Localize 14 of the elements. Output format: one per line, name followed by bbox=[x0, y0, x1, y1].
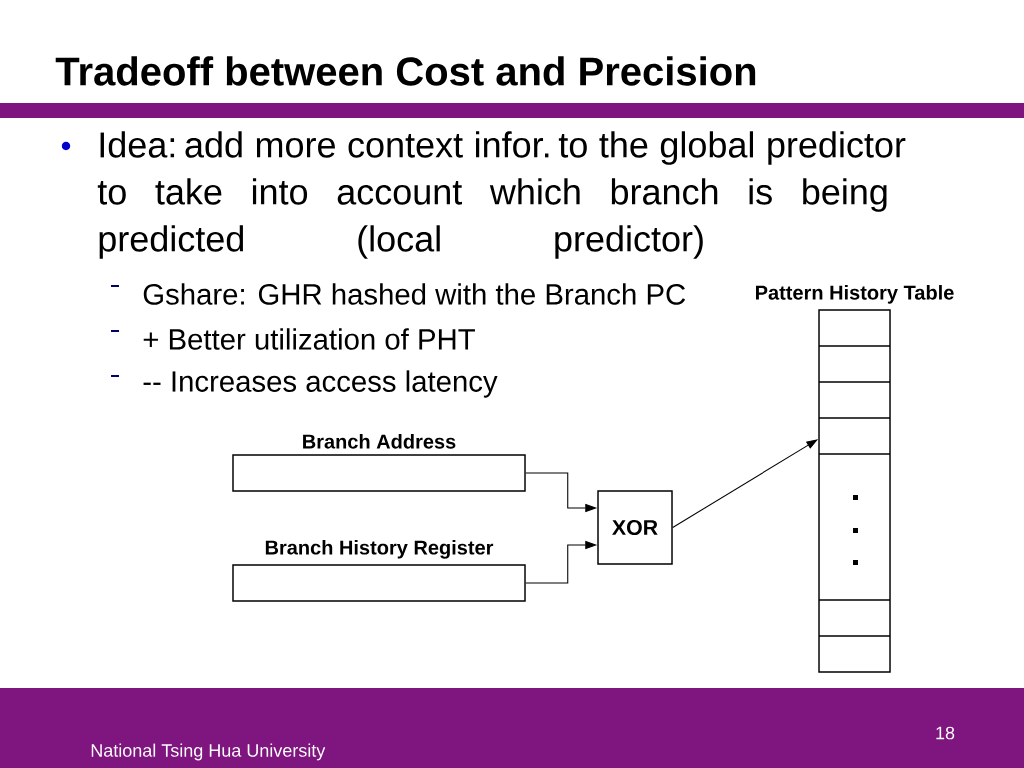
sub-bullet-text: Gshare: GHR hashed with the Branch PC bbox=[143, 283, 686, 305]
page-number: 18 bbox=[936, 726, 955, 740]
node-label: Branch Address bbox=[303, 433, 456, 449]
xor-box: XOR bbox=[597, 490, 673, 565]
table-column: Pattern History Table bbox=[756, 285, 954, 673]
node-label: Pattern History Table bbox=[756, 285, 954, 304]
university-name: National Tsing Hua University bbox=[91, 743, 326, 761]
address-box: Branch Address bbox=[232, 434, 526, 492]
bullet-text: Idea: add more context infor. to the global predictor to take into account which branch is being predicted (local predictor) bbox=[97, 131, 906, 259]
sub-bullet-text: + Better utilization of PHT bbox=[143, 328, 475, 350]
node-label: Branch History Register bbox=[265, 539, 494, 559]
slide-title: Tradeoff between Cost and Precision bbox=[55, 56, 756, 86]
register-box: Branch History Register bbox=[232, 539, 526, 602]
sub-bullet-text: -- Increases access latency bbox=[143, 370, 498, 398]
